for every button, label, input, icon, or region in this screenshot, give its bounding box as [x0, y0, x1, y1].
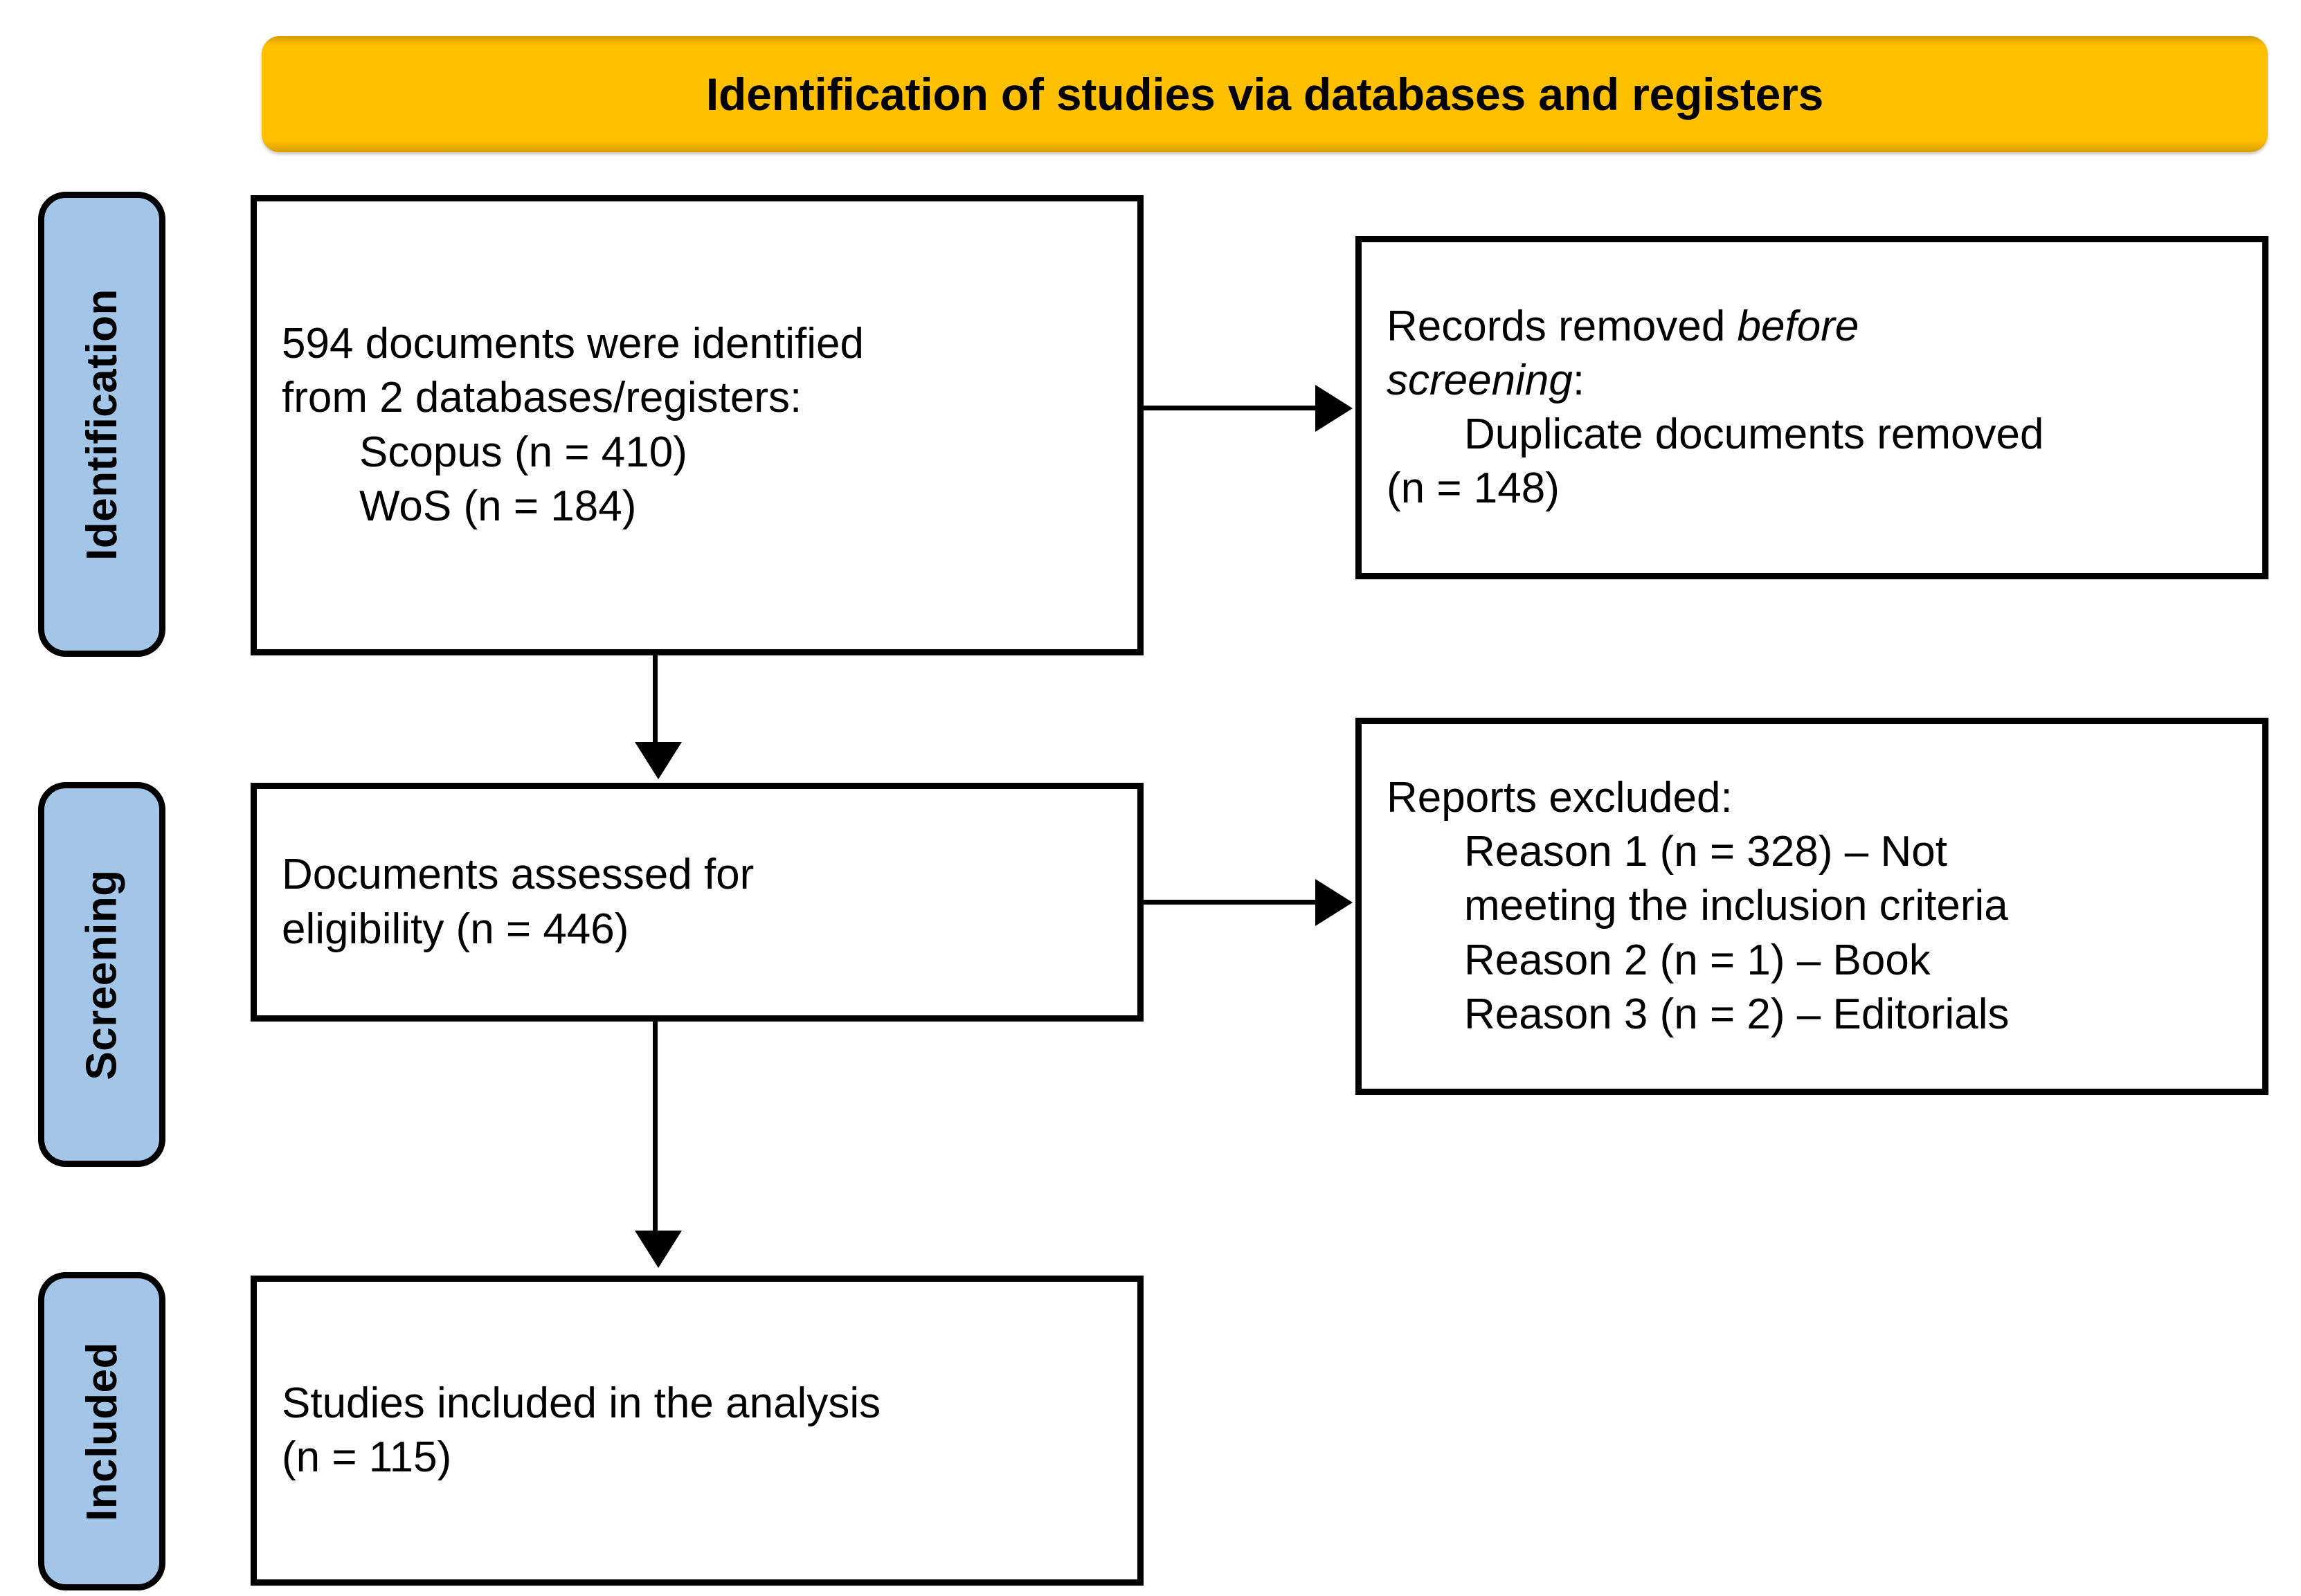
removed-line-3: Duplicate documents removed	[1464, 410, 2044, 458]
phase-label-identification: Identification	[38, 192, 165, 657]
phase-label-identification-text: Identification	[78, 288, 126, 561]
box-reports-excluded-text: Reports excluded: Reason 1 (n = 328) – N…	[1362, 771, 2262, 1042]
removed-line-1: Records removed before	[1387, 300, 2237, 354]
arrow-down-icon-eligibility-to-included	[635, 1231, 682, 1268]
box-eligibility-text: Documents assessed for eligibility (n = …	[257, 848, 1137, 956]
removed-line-2: screening:	[1387, 354, 2237, 408]
diagram-header-banner: Identification of studies via databases …	[262, 36, 2268, 152]
box-documents-identified: 594 documents were identified from 2 dat…	[251, 195, 1144, 655]
connector-identified-to-removed-line	[1144, 406, 1320, 410]
box-studies-included-text: Studies included in the analysis (n = 11…	[257, 1377, 1137, 1485]
arrow-right-icon-identified-to-removed	[1315, 385, 1353, 432]
diagram-title: Identification of studies via databases …	[705, 68, 1824, 120]
box-reports-excluded: Reports excluded: Reason 1 (n = 328) – N…	[1355, 718, 2268, 1095]
phase-label-screening: Screening	[38, 782, 165, 1167]
box-documents-assessed-eligibility: Documents assessed for eligibility (n = …	[251, 783, 1144, 1022]
identified-line-4: WoS (n = 184)	[359, 482, 637, 530]
connector-eligibility-to-included-line	[653, 1022, 658, 1234]
connector-eligibility-to-excluded-line	[1144, 900, 1320, 905]
phase-label-included: Included	[38, 1272, 165, 1590]
excluded-line-2: Reason 1 (n = 328) – Not	[1464, 828, 1947, 876]
eligibility-line-2: eligibility (n = 446)	[282, 905, 629, 953]
box-studies-included: Studies included in the analysis (n = 11…	[251, 1276, 1144, 1586]
removed-line-2-plain: :	[1572, 356, 1585, 404]
eligibility-line-1: Documents assessed for	[282, 851, 755, 899]
arrow-down-icon-identified-to-eligibility	[635, 742, 682, 779]
included-line-2: (n = 115)	[282, 1433, 452, 1481]
excluded-line-5: Reason 3 (n = 2) – Editorials	[1464, 990, 2010, 1038]
excluded-line-3: meeting the inclusion criteria	[1464, 882, 2008, 930]
identified-line-1: 594 documents were identified	[282, 320, 864, 368]
phase-label-screening-text: Screening	[78, 869, 126, 1080]
phase-label-included-text: Included	[78, 1341, 126, 1521]
arrow-right-icon-eligibility-to-excluded	[1315, 879, 1353, 926]
identified-line-2: from 2 databases/registers:	[282, 374, 802, 422]
box-documents-identified-text: 594 documents were identified from 2 dat…	[257, 317, 1137, 533]
removed-line-2-italic: screening	[1387, 356, 1573, 404]
removed-line-1-italic: before	[1737, 302, 1859, 350]
box-records-removed-text: Records removed before screening: Duplic…	[1362, 300, 2262, 516]
removed-line-1-plain: Records removed	[1387, 302, 1738, 350]
removed-line-4: (n = 148)	[1387, 464, 1560, 513]
excluded-line-1: Reports excluded:	[1387, 774, 1733, 822]
box-records-removed-before-screening: Records removed before screening: Duplic…	[1355, 236, 2268, 579]
excluded-line-4: Reason 2 (n = 1) – Book	[1464, 936, 1931, 984]
included-line-1: Studies included in the analysis	[282, 1379, 881, 1427]
identified-line-3: Scopus (n = 410)	[359, 428, 687, 476]
connector-identified-to-eligibility-line	[653, 655, 658, 745]
